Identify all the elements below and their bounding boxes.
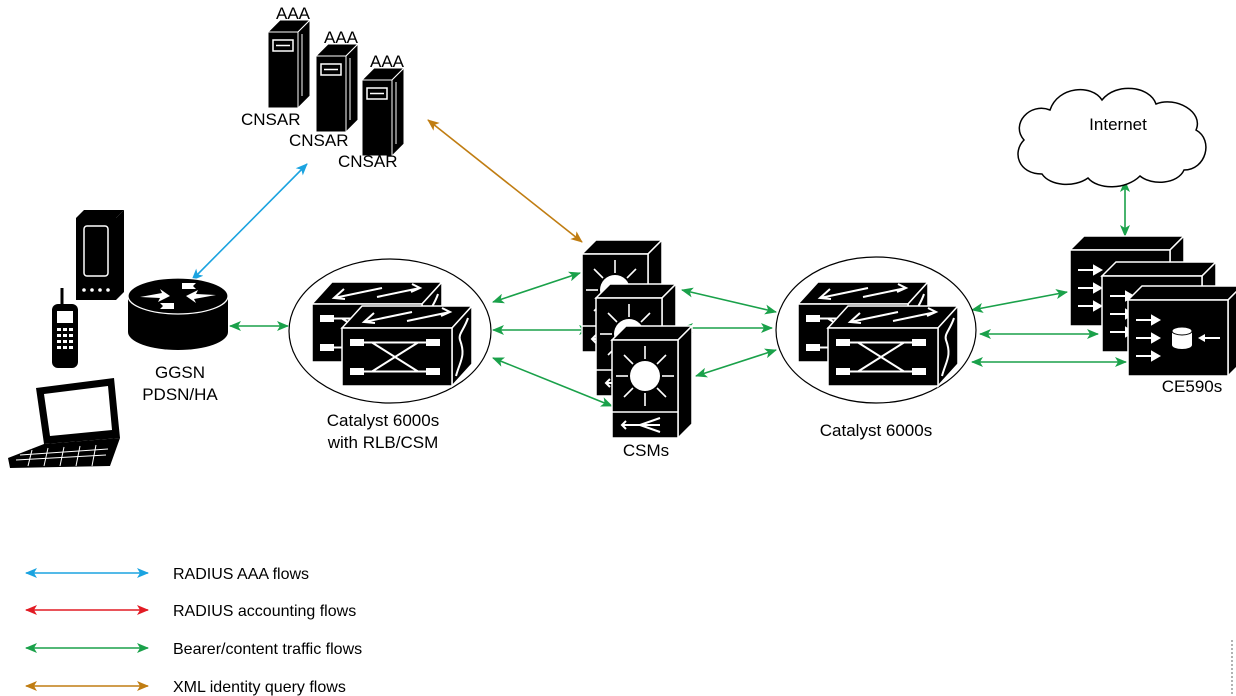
server-icon	[361, 67, 405, 157]
legend-label-xml: XML identity query flows	[173, 679, 346, 696]
aaa-label-3: AAA	[370, 52, 405, 71]
csms-label: CSMs	[623, 441, 669, 460]
internet-cloud: Internet	[1017, 87, 1207, 188]
xml-identity-flow	[427, 119, 583, 243]
server-icon	[315, 43, 359, 133]
ggsn-label: GGSN	[155, 363, 205, 382]
radius-aaa-flow	[191, 163, 308, 281]
router-icon	[127, 277, 229, 350]
ce590-group: CE590s	[1069, 235, 1236, 396]
catalyst-group: Catalyst 6000s	[775, 256, 977, 440]
cnsar-label-1: CNSAR	[241, 110, 301, 129]
catalyst-rlb-group: Catalyst 6000s with RLB/CSM	[288, 258, 492, 452]
pdsn-label: PDSN/HA	[142, 385, 218, 404]
laptop-icon	[8, 378, 120, 468]
cnsar-label-3: CNSAR	[338, 152, 398, 171]
legend-label-radius-aaa: RADIUS AAA flows	[173, 566, 309, 583]
bearer-flow-csm-catalyst-3	[695, 348, 777, 378]
server-icon	[267, 19, 311, 109]
pda-icon	[76, 210, 124, 300]
internet-label: Internet	[1089, 115, 1147, 134]
aaa-server-group: AAA AAA AAA CNSAR CNSAR CNSAR	[241, 4, 405, 171]
cloud-icon	[1017, 87, 1207, 188]
ggsn-router: GGSN PDSN/HA	[127, 277, 229, 404]
cnsar-label-2: CNSAR	[289, 131, 349, 150]
bearer-flow-csm-catalyst-1	[681, 287, 777, 315]
aaa-label-1: AAA	[276, 4, 311, 23]
bearer-flow-catalyst-csm-3	[492, 357, 613, 407]
legend-label-radius-accounting: RADIUS accounting flows	[173, 603, 356, 620]
csm-module-icon	[611, 325, 693, 439]
cell-phone-icon	[52, 288, 78, 368]
catalyst-rlb-label-2: with RLB/CSM	[327, 433, 439, 452]
legend: RADIUS AAA flows RADIUS accounting flows…	[25, 566, 362, 696]
bearer-flow-catalyst-ce-1	[971, 289, 1068, 313]
ce590s-label: CE590s	[1162, 377, 1222, 396]
csm-group: CSMs	[581, 239, 693, 460]
bearer-flow-catalyst-csm-1	[492, 271, 581, 304]
catalyst-switch-icon	[341, 305, 473, 387]
mobile-devices	[8, 210, 124, 468]
catalyst-label: Catalyst 6000s	[820, 421, 932, 440]
aaa-label-2: AAA	[324, 28, 359, 47]
legend-label-bearer: Bearer/content traffic flows	[173, 641, 362, 658]
flow-lines	[191, 119, 1130, 407]
catalyst-switch-icon	[827, 305, 959, 387]
catalyst-rlb-label-1: Catalyst 6000s	[327, 411, 439, 430]
content-engine-icon	[1127, 285, 1236, 377]
